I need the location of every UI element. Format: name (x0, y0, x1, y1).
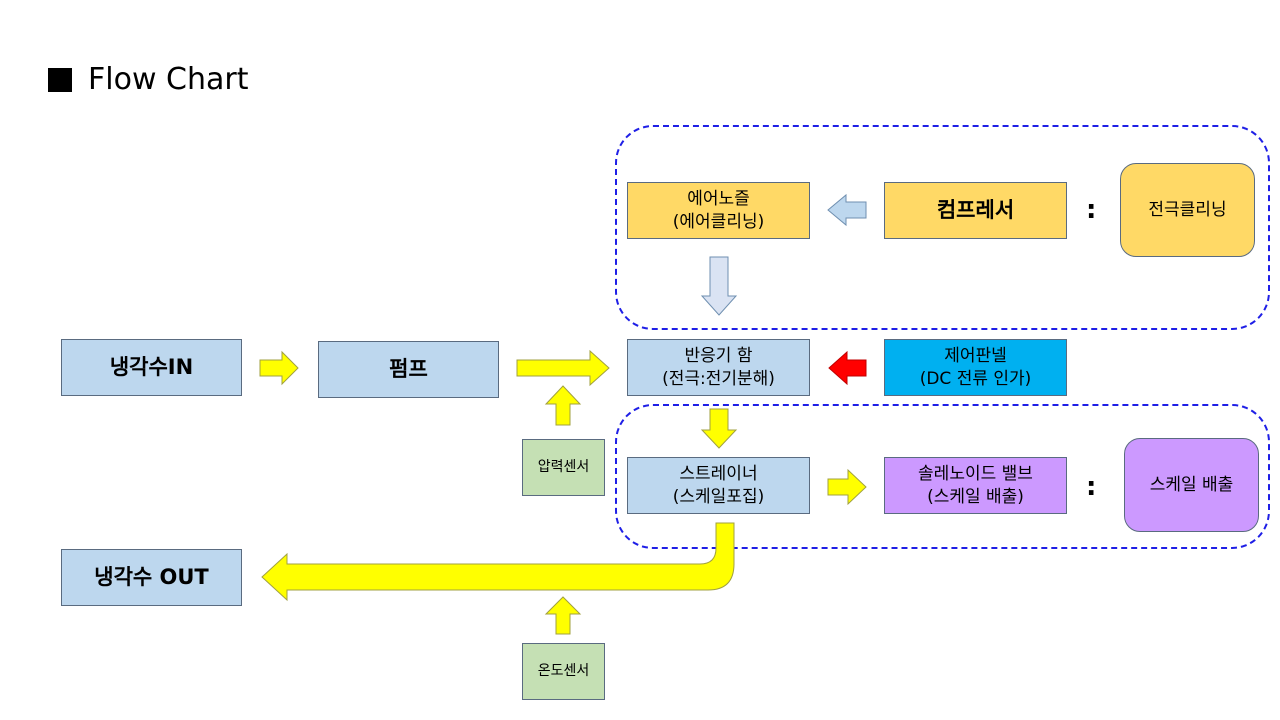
arrow-reactor-to-strainer (700, 408, 738, 449)
temperature-sensor-node: 온도센서 (522, 643, 605, 700)
electrode-cleaning-node: 전극클리닝 (1120, 163, 1255, 257)
air-cleaning-group (615, 125, 1270, 330)
square-bullet-icon (48, 68, 72, 92)
coolant-out-node: 냉각수 OUT (61, 549, 242, 606)
strainer-label-line2: (스케일포집) (672, 486, 765, 507)
air-nozzle-label-line1: 에어노즐 (687, 189, 750, 210)
compressor-node: 컴프레서 (884, 182, 1067, 239)
pressure-sensor-node: 압력센서 (522, 439, 605, 496)
control-panel-label-line2: (DC 전류 인가) (919, 368, 1032, 389)
page-title-text: Flow Chart (88, 62, 249, 97)
solenoid-label-line1: 솔레노이드 밸브 (918, 464, 1033, 485)
temperature-sensor-label: 온도센서 (537, 663, 590, 680)
pump-label: 펌프 (389, 356, 428, 381)
arrow-coolant-to-pump (259, 350, 299, 386)
reactor-node: 반응기 함 (전극:전기분해) (627, 339, 810, 396)
control-panel-node: 제어판넬 (DC 전류 인가) (884, 339, 1067, 396)
control-panel-label-line1: 제어판넬 (944, 346, 1007, 367)
arrow-compressor-to-nozzle (827, 193, 867, 227)
pump-node: 펌프 (318, 341, 499, 398)
coolant-in-label: 냉각수IN (109, 354, 194, 379)
arrow-strainer-to-coolant-out (261, 522, 735, 602)
coolant-in-node: 냉각수IN (61, 339, 242, 396)
page-title: Flow Chart (48, 60, 248, 100)
pressure-sensor-label: 압력센서 (537, 459, 590, 476)
strainer-node: 스트레이너 (스케일포집) (627, 457, 810, 514)
arrow-panel-to-reactor (828, 350, 867, 386)
reactor-label-line1: 반응기 함 (684, 346, 753, 367)
reactor-label-line2: (전극:전기분해) (662, 368, 775, 389)
arrow-temp-sensor-up (544, 596, 582, 635)
solenoid-label-line2: (스케일 배출) (927, 486, 1024, 507)
arrow-pump-to-reactor (516, 349, 610, 387)
arrow-nozzle-to-reactor (700, 256, 738, 316)
arrow-strainer-to-solenoid (827, 468, 867, 506)
compressor-label: 컴프레서 (936, 197, 1015, 222)
compressor-colon: : (1086, 195, 1097, 225)
scale-collection-group (615, 404, 1270, 549)
air-nozzle-label-line2: (에어클리닝) (672, 211, 765, 232)
electrode-cleaning-label: 전극클리닝 (1148, 199, 1227, 220)
coolant-out-label: 냉각수 OUT (94, 564, 209, 589)
scale-discharge-label: 스케일 배출 (1149, 474, 1234, 495)
solenoid-colon: : (1086, 472, 1097, 502)
scale-discharge-node: 스케일 배출 (1124, 438, 1259, 532)
air-nozzle-node: 에어노즐 (에어클리닝) (627, 182, 810, 239)
strainer-label-line1: 스트레이너 (679, 464, 758, 485)
solenoid-valve-node: 솔레노이드 밸브 (스케일 배출) (884, 457, 1067, 514)
arrow-pressure-sensor-up (544, 385, 582, 426)
